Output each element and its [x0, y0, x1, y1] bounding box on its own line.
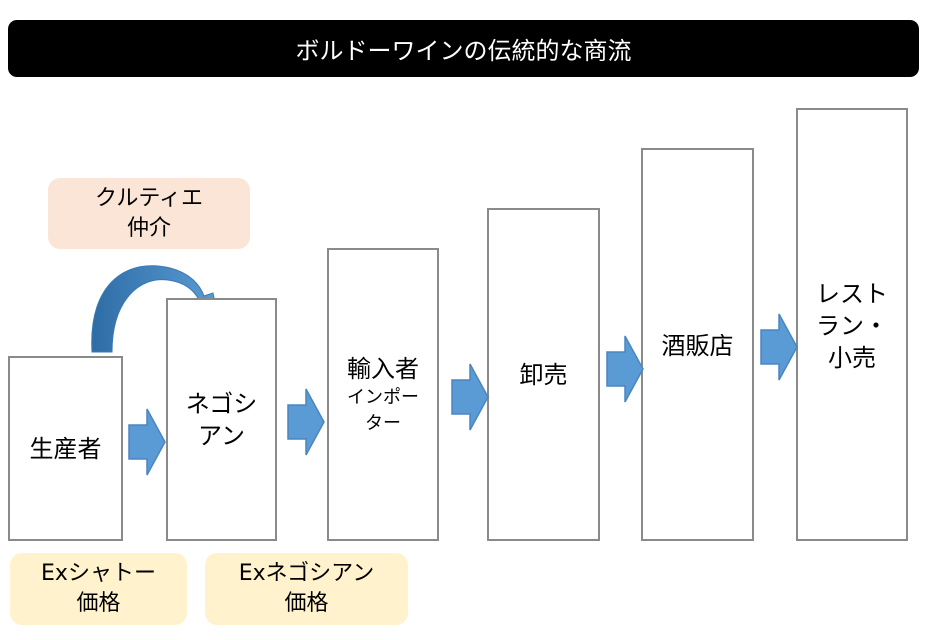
stage-importer: 輸入者 インポー ター: [327, 248, 439, 541]
flow-arrow: [760, 313, 798, 381]
ex-chateau-price-label: Exシャトー 価格: [10, 553, 187, 625]
stage-wholesale: 卸売: [487, 208, 600, 541]
flow-arrow: [128, 408, 166, 476]
stage-label: 卸売: [519, 360, 568, 389]
stage-sublabel: インポー ター: [347, 386, 419, 434]
stage-liquor-store: 酒販店: [641, 148, 754, 541]
stage-label: 生産者: [29, 434, 102, 463]
stage-label: ネゴシ アン: [185, 389, 258, 450]
stage-restaurant-retail: レスト ラン・ 小売: [796, 108, 908, 541]
flow-arrow: [606, 335, 644, 403]
diagram-title: ボルドーワインの伝統的な商流: [8, 20, 919, 77]
flow-arrow: [287, 388, 325, 456]
flow-arrow: [451, 363, 489, 431]
stage-producer: 生産者: [8, 356, 123, 541]
stage-label: レスト ラン・ 小売: [816, 280, 888, 372]
broker-label: クルティエ 仲介: [48, 178, 250, 249]
stage-label: 輸入者: [347, 354, 419, 383]
stage-label: 酒販店: [661, 332, 734, 360]
stage-negociant: ネゴシ アン: [166, 298, 277, 541]
ex-negociant-price-label: Exネゴシアン 価格: [205, 553, 408, 625]
